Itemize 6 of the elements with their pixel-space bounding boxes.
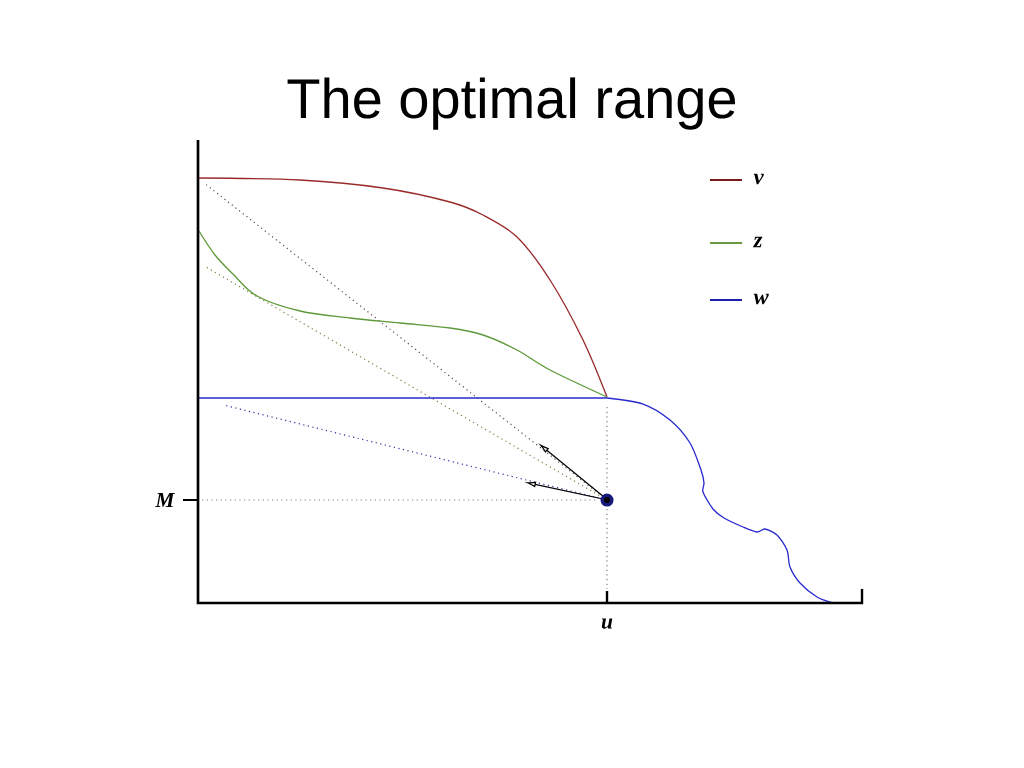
title: The optimal range: [287, 77, 736, 130]
axis-label: u: [601, 618, 613, 629]
legend-label: w: [753, 293, 769, 305]
legend-label: v: [753, 173, 764, 185]
legend-label: z: [752, 236, 763, 248]
axis-label: M: [155, 493, 175, 507]
